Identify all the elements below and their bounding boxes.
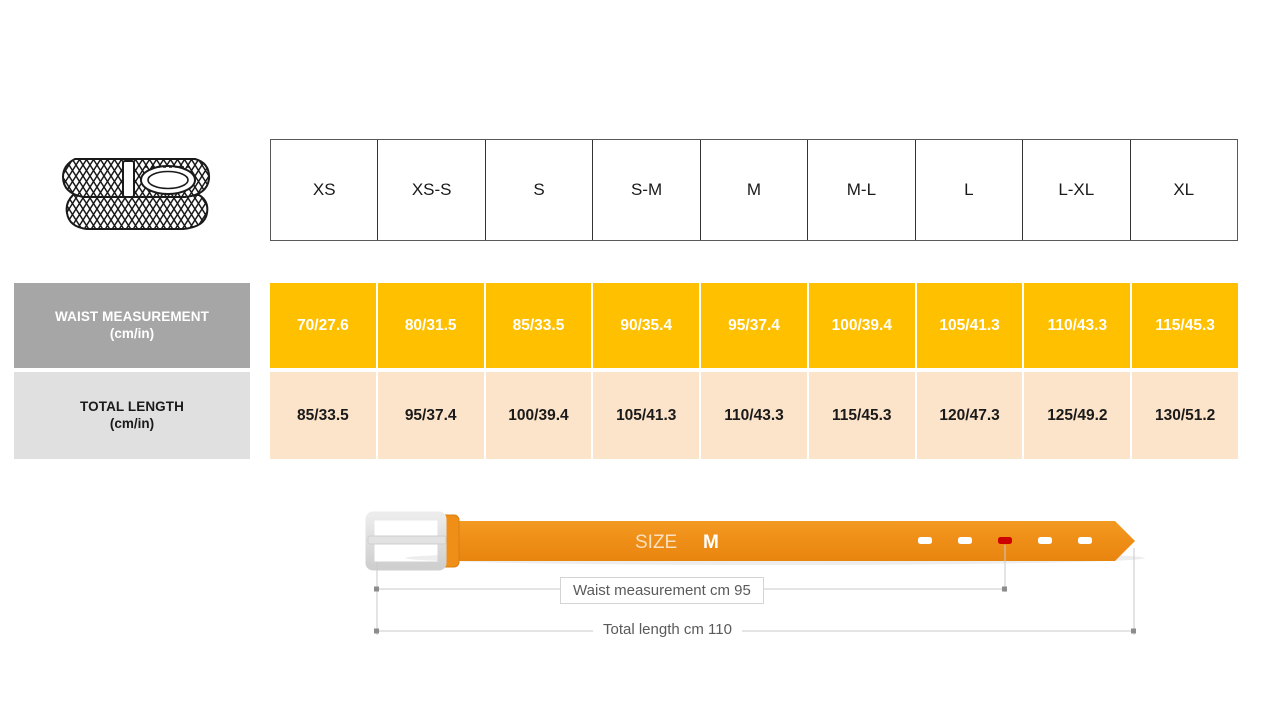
length-value-cell: 125/49.2 (1024, 372, 1133, 459)
belt-size-value: M (703, 532, 719, 553)
size-header-cell: L (915, 140, 1024, 240)
waist-value-cell: 85/33.5 (485, 283, 594, 368)
belt-hole (958, 537, 972, 544)
braided-belt-illustration (55, 143, 220, 243)
belt-hole (1038, 537, 1052, 544)
length-value-cell: 110/43.3 (701, 372, 809, 459)
length-value-cell: 85/33.5 (270, 372, 378, 459)
belt-hole (918, 537, 932, 544)
belt-measurement-diagram: SIZE M Waist measurement cm 95 Total len… (355, 500, 1155, 650)
size-header-cell: XL (1130, 140, 1237, 240)
length-value-cell: 120/47.3 (916, 372, 1025, 459)
waist-measurement-row: 70/27.6 80/31.5 85/33.5 90/35.4 95/37.4 … (270, 283, 1239, 368)
length-value-cell: 95/37.4 (377, 372, 486, 459)
size-header-table: XS XS-S S S-M M M-L L L-XL XL (270, 139, 1238, 241)
waist-value-cell: 80/31.5 (377, 283, 486, 368)
size-header-cell: M (700, 140, 809, 240)
waist-value-cell: 95/37.4 (701, 283, 809, 368)
size-header-cell: L-XL (1023, 140, 1131, 240)
total-length-label: TOTAL LENGTH (cm/in) (14, 372, 250, 459)
waist-value-cell: 90/35.4 (593, 283, 702, 368)
waist-dimension-label: Waist measurement cm 95 (560, 577, 764, 604)
belt-hole-active (998, 537, 1012, 544)
length-value-cell: 130/51.2 (1132, 372, 1239, 459)
waist-label-line2: (cm/in) (109, 325, 155, 341)
belt-size-word: SIZE (635, 532, 677, 553)
waist-value-cell: 105/41.3 (916, 283, 1025, 368)
total-length-row: 85/33.5 95/37.4 100/39.4 105/41.3 110/43… (270, 372, 1239, 459)
length-value-cell: 115/45.3 (808, 372, 917, 459)
length-dimension-label: Total length cm 110 (593, 619, 742, 640)
waist-value-cell: 115/45.3 (1132, 283, 1239, 368)
waist-value-cell: 100/39.4 (808, 283, 917, 368)
belt-strap (443, 521, 1135, 561)
size-header-cell: XS-S (378, 140, 486, 240)
size-header-cell: M-L (808, 140, 916, 240)
length-label-line2: (cm/in) (109, 415, 155, 431)
buckle-prong-bar (367, 535, 447, 545)
belt-hole (1078, 537, 1092, 544)
waist-value-cell: 70/27.6 (270, 283, 378, 368)
size-header-cell: XS (271, 140, 379, 240)
size-header-cell: S-M (593, 140, 701, 240)
waist-measurement-label: WAIST MEASUREMENT (cm/in) (14, 283, 250, 368)
size-header-cell: S (485, 140, 594, 240)
length-value-cell: 100/39.4 (485, 372, 594, 459)
length-value-cell: 105/41.3 (593, 372, 702, 459)
length-label-line1: TOTAL LENGTH (80, 398, 184, 414)
waist-label-line1: WAIST MEASUREMENT (55, 308, 209, 324)
waist-value-cell: 110/43.3 (1024, 283, 1133, 368)
